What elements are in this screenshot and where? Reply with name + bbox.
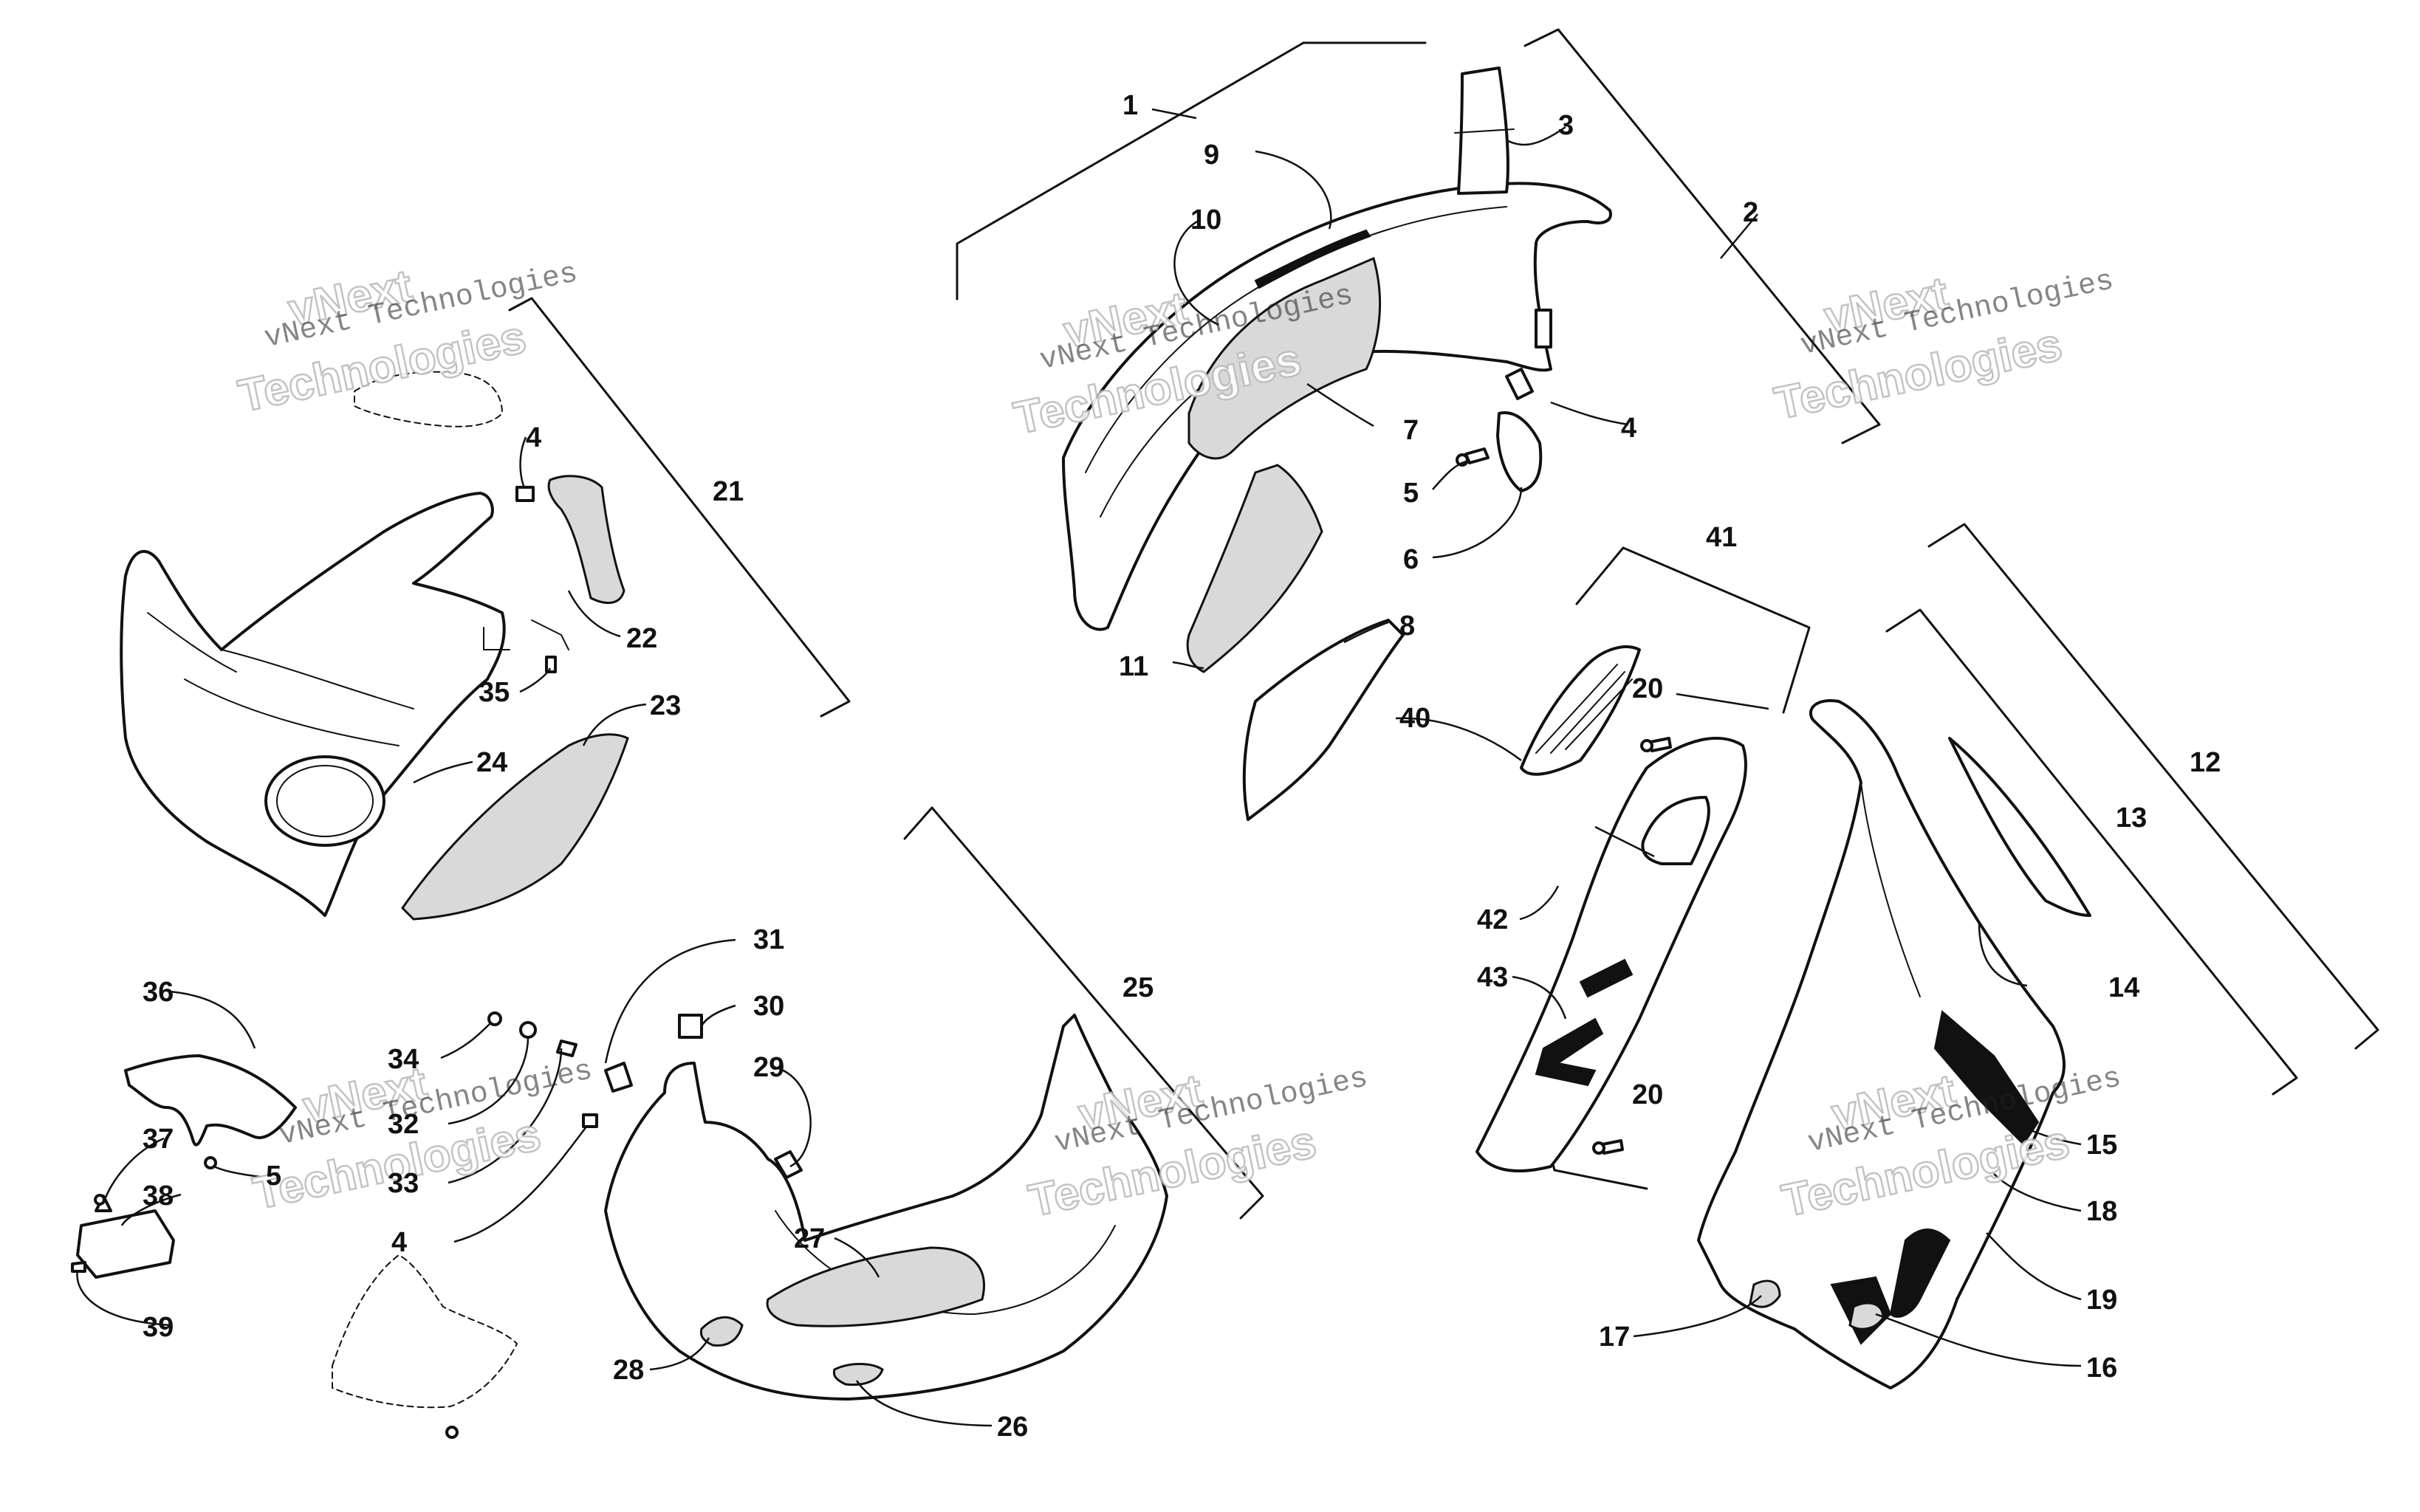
label-38: 38 xyxy=(143,1181,174,1212)
label-8: 8 xyxy=(1399,611,1415,642)
bracket-lines xyxy=(508,28,2379,1220)
label-42: 42 xyxy=(1477,904,1508,935)
leader-lines xyxy=(76,108,2082,1427)
label-18: 18 xyxy=(2086,1196,2117,1227)
label-12: 12 xyxy=(2190,747,2221,778)
label-36: 36 xyxy=(143,977,174,1008)
label-21: 21 xyxy=(713,476,744,507)
label-28: 28 xyxy=(613,1355,644,1386)
label-6: 6 xyxy=(1403,544,1419,575)
label-19: 19 xyxy=(2086,1285,2117,1316)
label-23: 23 xyxy=(650,690,681,721)
label-20: 20 xyxy=(1632,673,1663,704)
belly-pan xyxy=(332,1011,1168,1439)
label-3: 3 xyxy=(1558,110,1574,141)
label-41: 41 xyxy=(1706,522,1737,553)
label-26: 26 xyxy=(997,1412,1028,1443)
left-upper-hood xyxy=(120,371,629,921)
label-25: 25 xyxy=(1122,972,1154,1003)
watermark-3: vNext vNext Technologies Technologies xyxy=(1769,264,2116,430)
label-33: 33 xyxy=(388,1168,419,1199)
label-32: 32 xyxy=(388,1109,419,1140)
part-labels: 1 2 3 4 5 6 7 8 9 10 11 12 13 14 15 16 1… xyxy=(143,90,2221,1443)
label-17: 17 xyxy=(1599,1322,1630,1353)
label-5: 5 xyxy=(1403,478,1419,509)
label-14: 14 xyxy=(2108,972,2139,1003)
left-small-parts xyxy=(71,1054,297,1279)
label-20b: 20 xyxy=(1632,1079,1663,1110)
label-10: 10 xyxy=(1190,205,1221,236)
label-16: 16 xyxy=(2086,1353,2117,1384)
label-35: 35 xyxy=(479,677,510,708)
label-43: 43 xyxy=(1477,962,1508,993)
label-1: 1 xyxy=(1122,90,1138,121)
label-7: 7 xyxy=(1403,415,1419,446)
label-31: 31 xyxy=(753,924,784,955)
label-13: 13 xyxy=(2116,803,2147,834)
label-2: 2 xyxy=(1743,197,1758,228)
label-15: 15 xyxy=(2086,1130,2117,1161)
label-24: 24 xyxy=(476,747,507,778)
label-40: 40 xyxy=(1399,703,1430,734)
label-27: 27 xyxy=(794,1223,825,1254)
label-5b: 5 xyxy=(266,1161,281,1192)
label-37: 37 xyxy=(143,1124,174,1155)
label-4: 4 xyxy=(1621,413,1636,444)
label-4c: 4 xyxy=(391,1227,407,1258)
label-4b: 4 xyxy=(526,422,541,453)
nose-assembly xyxy=(1475,645,2091,1389)
watermark-4: vNext vNext Technologies Technologies xyxy=(248,1054,595,1220)
watermark-1: vNext vNext Technologies Technologies xyxy=(233,257,580,423)
windshield-assembly xyxy=(1062,66,1612,821)
label-34: 34 xyxy=(388,1044,419,1075)
label-11: 11 xyxy=(1119,651,1148,682)
label-39: 39 xyxy=(143,1312,174,1343)
label-9: 9 xyxy=(1204,140,1219,171)
label-22: 22 xyxy=(626,623,657,654)
label-29: 29 xyxy=(753,1052,784,1083)
label-30: 30 xyxy=(753,991,784,1022)
